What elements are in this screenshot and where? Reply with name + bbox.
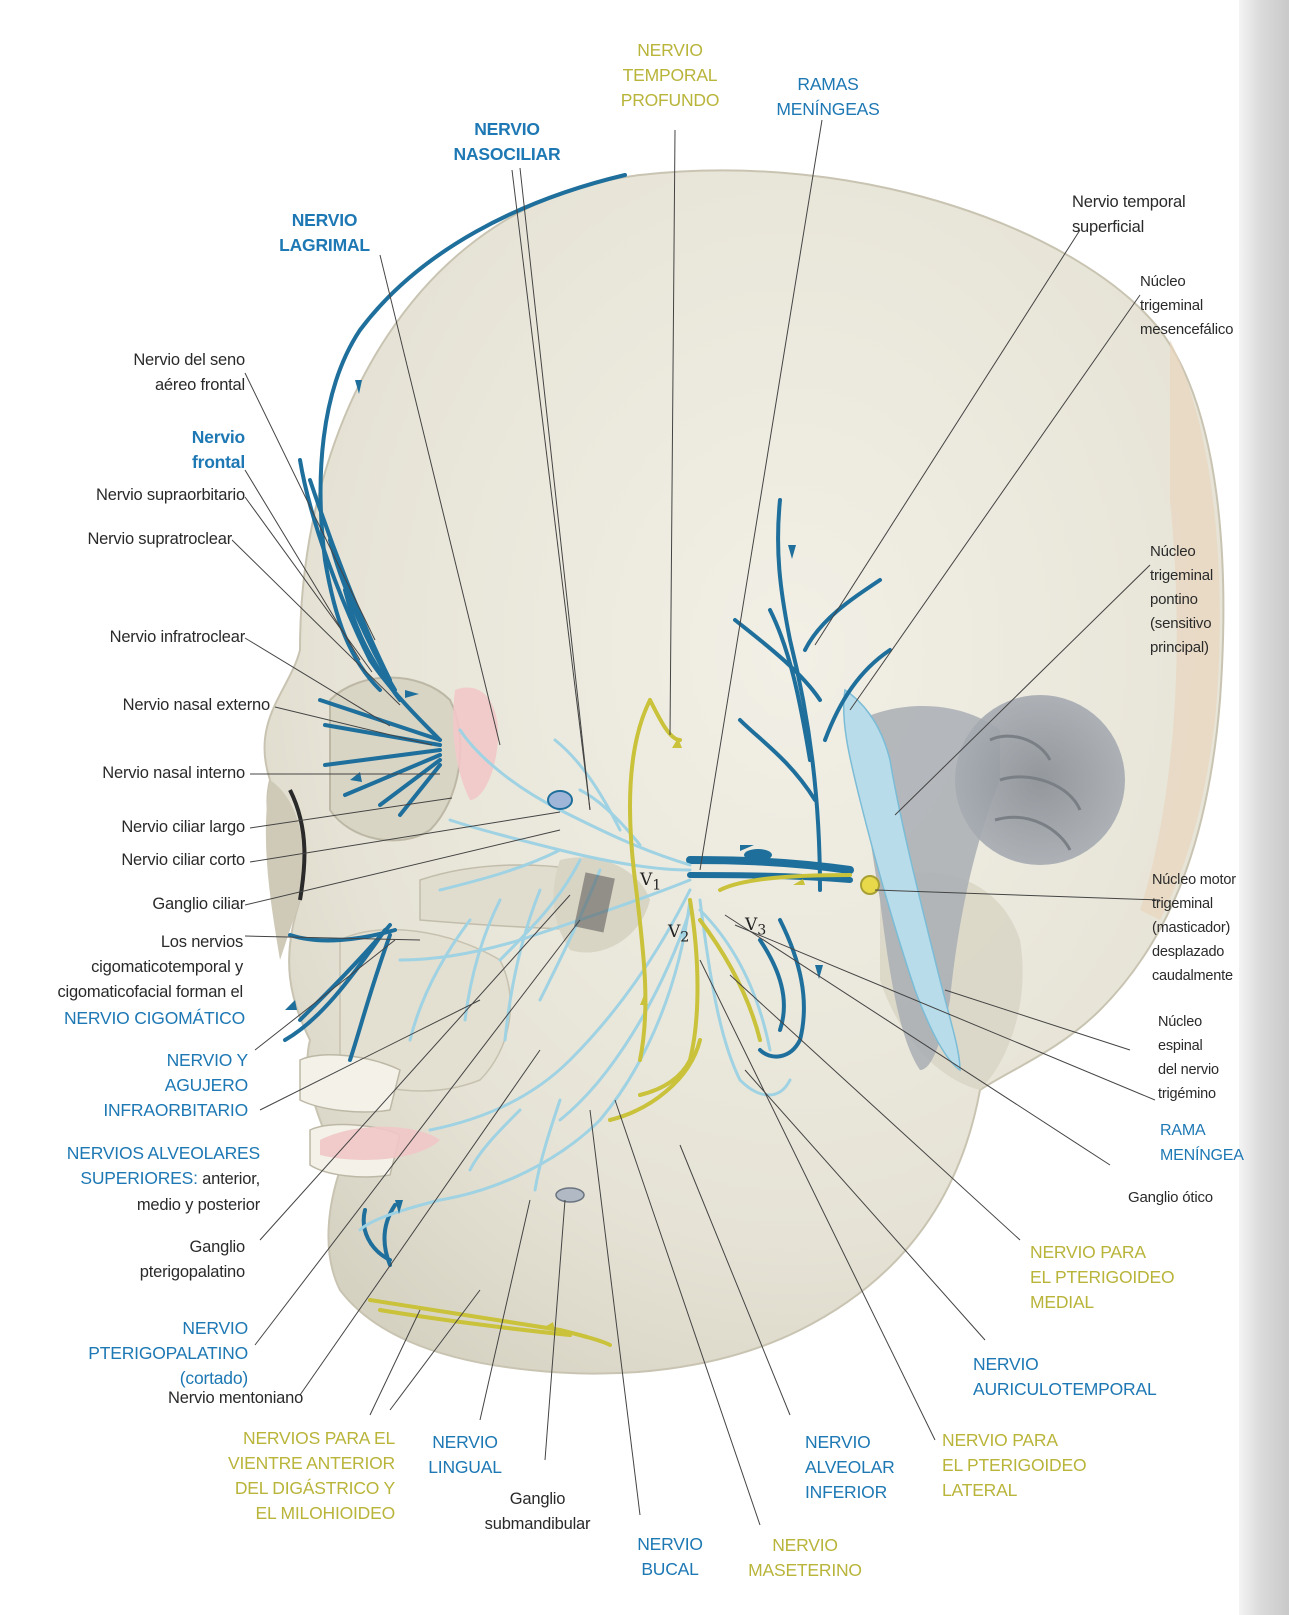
division-v3: V3	[745, 915, 766, 938]
label-ciliar-corto: Nervio ciliar corto	[20, 848, 245, 873]
label-supraorbitario: Nervio supraorbitario	[20, 483, 245, 508]
label-infratroclear: Nervio infratroclear	[20, 625, 245, 650]
label-nucleo-mesencefalico: Núcleo trigeminal mesencefálico	[1140, 270, 1233, 342]
label-frontal: Nervio frontal	[120, 425, 245, 475]
label-nucleo-pontino: Núcleo trigeminal pontino (sensitivo pri…	[1150, 540, 1213, 660]
label-auriculotemporal: NERVIO AURICULOTEMPORAL	[973, 1352, 1157, 1402]
label-maseterino: NERVIO MASETERINO	[730, 1533, 880, 1583]
label-nucleo-motor: Núcleo motor trigeminal (masticador) des…	[1152, 868, 1236, 988]
label-nervio-cigomatico: NERVIO CIGOMÁTICO	[0, 1006, 245, 1031]
label-ganglio-pterigopalatino: Ganglio pterigopalatino	[50, 1235, 245, 1285]
label-lingual: NERVIO LINGUAL	[410, 1430, 520, 1480]
label-seno-frontal: Nervio del seno aéreo frontal	[50, 348, 245, 398]
label-bucal: NERVIO BUCAL	[615, 1532, 725, 1582]
label-pterigoideo-medial: NERVIO PARA EL PTERIGOIDEO MEDIAL	[1030, 1240, 1174, 1315]
label-ganglio-submandibular: Ganglio submandibular	[470, 1487, 605, 1537]
label-nucleo-espinal: Núcleo espinal del nervio trigémino	[1158, 1010, 1219, 1106]
label-temporal-superficial: Nervio temporal superficial	[1072, 190, 1185, 240]
label-digastrico: NERVIOS PARA EL VIENTRE ANTERIOR DEL DIG…	[180, 1426, 395, 1526]
division-v2: V2	[668, 922, 689, 945]
label-ganglio-ciliar: Ganglio ciliar	[20, 892, 245, 917]
label-ganglio-otico: Ganglio ótico	[1128, 1185, 1213, 1210]
v3-sub: 3	[757, 922, 766, 938]
v1-letter: V	[640, 870, 652, 890]
label-alveolares-superiores: NERVIOS ALVEOLARES SUPERIORES: anterior,…	[10, 1141, 260, 1218]
label-mentoniano: Nervio mentoniano	[168, 1386, 303, 1411]
label-nasociliar: NERVIO NASOCILIAR	[432, 117, 582, 167]
label-cigomatico-text: Los nervios cigomaticotemporal y cigomat…	[0, 930, 243, 1005]
v3-letter: V	[745, 915, 757, 935]
label-ramas-meningeas: RAMAS MENÍNGEAS	[758, 72, 898, 122]
label-nasal-externo: Nervio nasal externo	[20, 693, 270, 718]
label-ciliar-largo: Nervio ciliar largo	[20, 815, 245, 840]
v2-letter: V	[668, 922, 680, 942]
label-nasal-interno: Nervio nasal interno	[20, 761, 245, 786]
label-pterigoideo-lateral: NERVIO PARA EL PTERIGOIDEO LATERAL	[942, 1428, 1086, 1503]
label-supratroclear: Nervio supratroclear	[20, 527, 232, 552]
label-rama-meningea: RAMA MENÍNGEA	[1160, 1118, 1244, 1168]
label-lagrimal: NERVIO LAGRIMAL	[262, 208, 387, 258]
v2-sub: 2	[680, 929, 689, 945]
label-temporal-profundo: NERVIO TEMPORAL PROFUNDO	[605, 38, 735, 113]
division-v1: V1	[640, 870, 661, 893]
label-infraorbitario: NERVIO Y AGUJERO INFRAORBITARIO	[40, 1048, 248, 1123]
v1-sub: 1	[652, 877, 661, 893]
label-alveolar-inferior: NERVIO ALVEOLAR INFERIOR	[805, 1430, 895, 1505]
label-pterigopalatino: NERVIO PTERIGOPALATINO (cortado)	[40, 1316, 248, 1391]
